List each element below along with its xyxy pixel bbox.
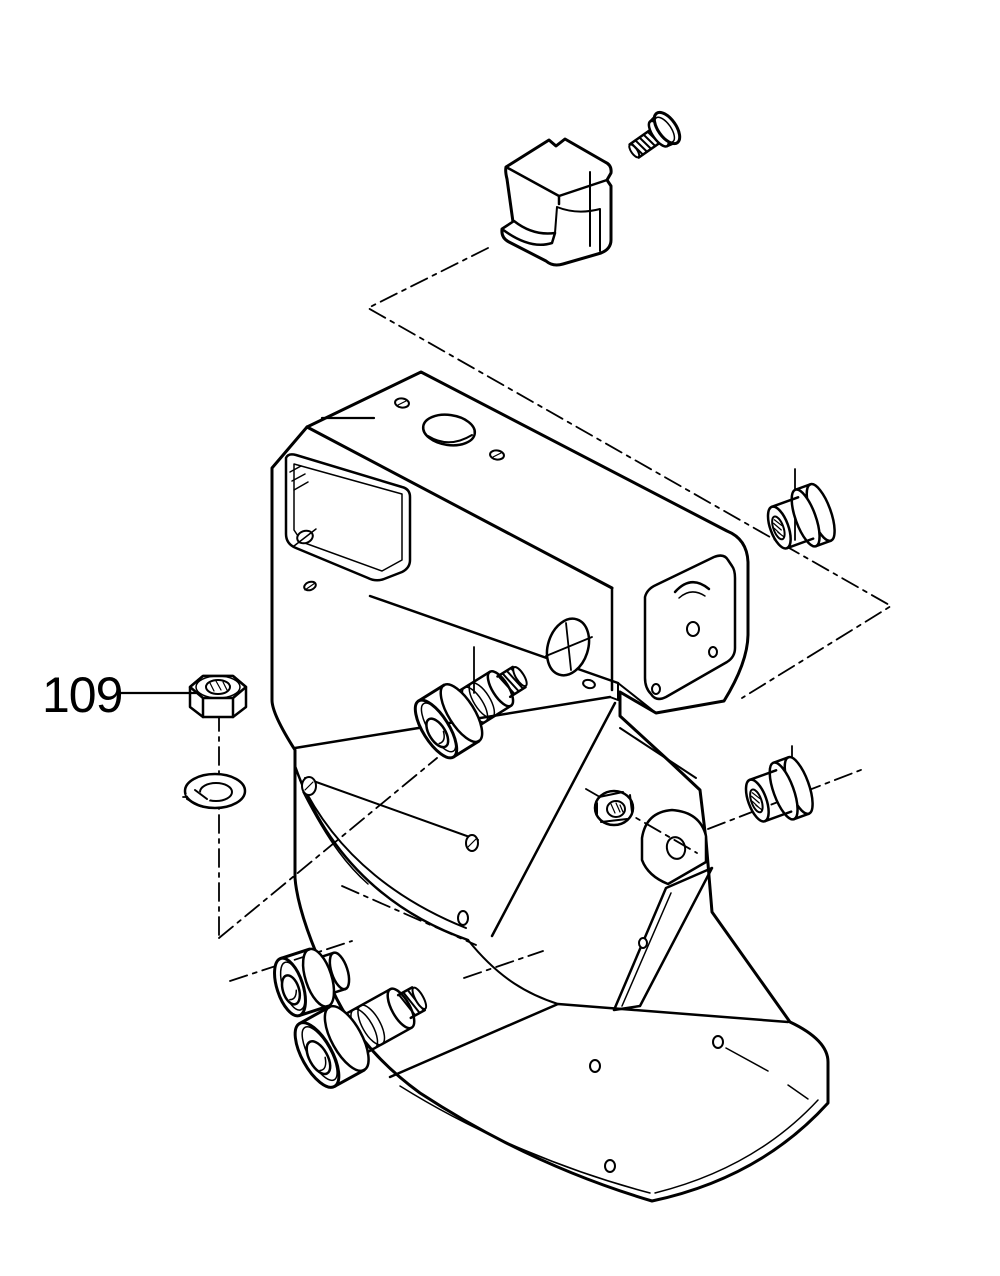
base-hole <box>589 1059 601 1073</box>
base-hole <box>712 1035 724 1049</box>
front-screw-hole <box>582 678 596 690</box>
hex-socket <box>305 1040 332 1076</box>
clip-slot-lines <box>554 206 601 252</box>
mounting-lug <box>640 808 708 886</box>
opening-right-edge <box>490 701 617 938</box>
callout-label: 109 <box>42 667 122 723</box>
base-inner-bottom-edge <box>399 1085 819 1194</box>
hatch-marks <box>289 465 309 491</box>
face-hole <box>638 937 648 949</box>
clip-outline <box>500 137 613 267</box>
center-line-nut-diagonal <box>218 757 438 939</box>
center-line-lower-bolt <box>463 950 544 979</box>
housing-body <box>270 370 830 1203</box>
guide-slot <box>612 866 714 1012</box>
bracket-top-inner-edge <box>619 727 697 779</box>
shoulder-bolt-lower <box>293 986 428 1089</box>
flanged-nut-upper <box>759 479 842 561</box>
shoulder-bolt-middle <box>413 665 528 760</box>
base-top-edges <box>388 1002 790 1079</box>
pocket-arch <box>673 581 711 594</box>
front-bore-hole <box>545 617 596 690</box>
assembly-center-lines <box>182 247 893 982</box>
top-front-edge <box>305 425 614 590</box>
top-face-details <box>394 397 505 461</box>
base-hole <box>604 1159 616 1173</box>
small-hex-nut <box>593 789 635 827</box>
threads <box>497 667 526 695</box>
bore <box>205 679 231 695</box>
gasket-screw-hole <box>457 910 469 926</box>
spring-lock-washer <box>183 772 247 810</box>
center-line-small-nut <box>585 788 698 854</box>
center-line-lower-screw <box>229 940 353 982</box>
right-end-pocket <box>643 554 737 701</box>
lower-face-edge <box>467 939 559 1005</box>
pocket-hole <box>686 621 700 637</box>
threads <box>610 802 624 814</box>
web-edges <box>609 682 657 714</box>
top-bore-counterbore <box>427 434 473 444</box>
upper-opening <box>284 453 412 592</box>
gasket-mid-curve <box>299 779 467 929</box>
chamfer-circle <box>195 675 241 699</box>
gasket-top-edge <box>304 777 479 841</box>
center-line-opening <box>341 885 477 946</box>
pocket-hole <box>708 646 718 658</box>
center-line-clip <box>366 247 893 699</box>
callout-109: 109 <box>42 667 198 723</box>
socket-head-screw-lower <box>273 947 351 1018</box>
opening-inner-line <box>293 463 403 572</box>
pan-head-screw <box>628 110 682 159</box>
hex-flats <box>596 791 633 823</box>
top-bore-hole <box>421 413 477 447</box>
hex-nut-109 <box>188 674 248 719</box>
threads <box>209 680 228 692</box>
accent-line <box>787 1084 809 1100</box>
base <box>388 1002 819 1194</box>
gasket-inner-curve <box>302 791 369 885</box>
pocket-hole <box>651 683 661 695</box>
accent-line <box>725 1047 769 1072</box>
flanged-nut-lower <box>737 752 820 834</box>
threads <box>630 130 661 156</box>
sheet-metal-clip <box>500 137 613 267</box>
